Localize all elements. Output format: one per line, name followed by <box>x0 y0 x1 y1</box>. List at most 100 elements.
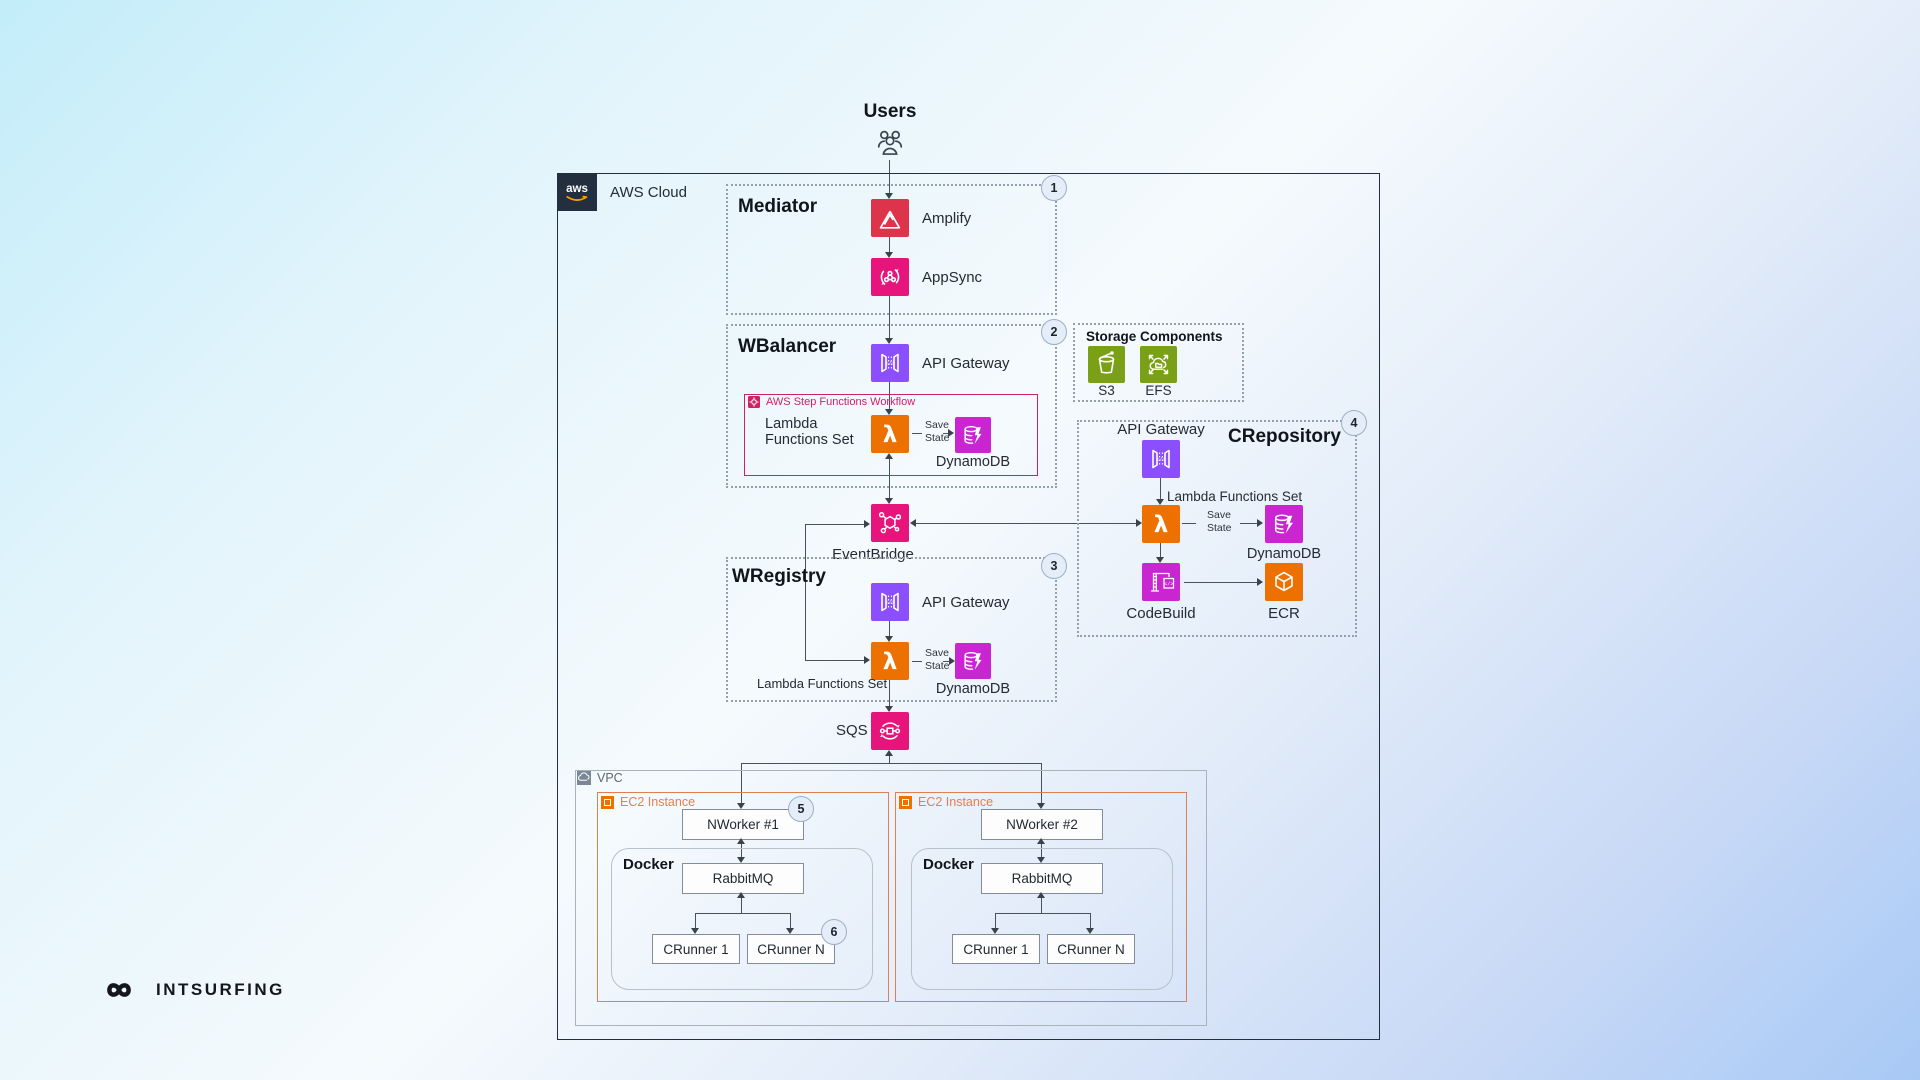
docker-group-2 <box>911 848 1173 990</box>
connector-eventbridge-wregistry <box>805 660 865 662</box>
svg-text:λ: λ <box>883 422 898 448</box>
s3-label: S3 <box>1098 383 1115 398</box>
amplify-label: Amplify <box>922 210 972 227</box>
arrowhead <box>1156 557 1164 563</box>
mediator-title: Mediator <box>738 196 818 217</box>
sqs-icon <box>871 712 909 750</box>
arrowhead <box>1257 519 1263 527</box>
connector-codebuild-ecr <box>1184 582 1257 584</box>
connector-lambda-sqs <box>889 680 891 706</box>
arrowhead <box>885 252 893 258</box>
lambda-icon-crepository: λ <box>1142 505 1180 543</box>
connector-nworker1-rabbitmq <box>741 844 743 858</box>
dynamodb-label-crepository: DynamoDB <box>1246 546 1322 562</box>
sqs-label: SQS <box>836 722 868 739</box>
users-icon <box>873 126 907 163</box>
rabbitmq-node-1: RabbitMQ <box>682 863 804 894</box>
arrowhead <box>786 928 794 934</box>
vpc-icon <box>577 771 591 785</box>
connector-users-amplify <box>889 160 891 193</box>
vpc-title: VPC <box>597 771 623 785</box>
connector-rabbitmq-crunnerN-1 <box>790 913 792 928</box>
arrowhead <box>949 657 955 665</box>
storage-components-title: Storage Components <box>1086 329 1223 344</box>
arrowhead <box>1037 803 1045 809</box>
svg-text:</>: </> <box>885 599 895 606</box>
crunner1-label: CRunner 1 <box>663 941 729 957</box>
arrowhead <box>885 193 893 199</box>
wbalancer-title: WBalancer <box>738 336 837 357</box>
dynamodb-label-wbalancer: DynamoDB <box>935 454 1011 470</box>
crunnerN-label: CRunner N <box>1057 941 1125 957</box>
ec2-instance-1-header: EC2 Instance <box>601 795 695 809</box>
appsync-label: AppSync <box>922 269 983 286</box>
arrowhead <box>691 928 699 934</box>
svg-text:</>: </> <box>1164 582 1173 588</box>
rabbitmq-label: RabbitMQ <box>712 871 774 886</box>
arrowhead <box>737 803 745 809</box>
arrowhead <box>737 892 745 898</box>
api-gateway-icon-crepository: </> <box>1142 440 1180 478</box>
badge-6: 6 <box>821 919 847 945</box>
connector-eventbridge-wregistry <box>805 524 865 526</box>
codebuild-icon: </> <box>1142 563 1180 601</box>
connector-lambda-dynamodb-wregistry <box>912 661 922 663</box>
nworker1-label: NWorker #1 <box>707 817 779 832</box>
users-label: Users <box>863 101 917 122</box>
ec2-instance-1-title: EC2 Instance <box>620 795 696 809</box>
ec2-icon <box>899 795 912 809</box>
ec2-instance-2-header: EC2 Instance <box>899 795 993 809</box>
aws-cloud-label: AWS Cloud <box>610 184 687 201</box>
arrowhead <box>885 409 893 415</box>
connector-sqs-workers <box>889 756 891 763</box>
arrowhead <box>737 857 745 863</box>
connector-rabbitmq-crunnerN-2 <box>1090 913 1092 928</box>
dynamodb-icon-crepository <box>1265 505 1303 543</box>
arrowhead <box>885 636 893 642</box>
ec2-icon <box>601 795 614 809</box>
mediator-group <box>726 184 1057 315</box>
nworker1-node: NWorker #1 <box>682 809 804 840</box>
crunner1-node-1: CRunner 1 <box>652 934 740 964</box>
save-state-annotation: Save State <box>1207 509 1232 534</box>
save-state-annotation: Save State <box>925 419 950 444</box>
dynamodb-label-wregistry: DynamoDB <box>935 681 1011 697</box>
docker-group-1 <box>611 848 873 990</box>
connector-amplify-appsync <box>889 237 891 253</box>
dynamodb-icon-wbalancer <box>955 417 991 453</box>
ecr-label: ECR <box>1268 605 1300 622</box>
arrowhead <box>885 453 893 459</box>
lambda-set-label-wbalancer: Lambda Functions Set <box>765 416 854 448</box>
arrowhead <box>1086 928 1094 934</box>
s3-icon <box>1088 346 1125 383</box>
connector-sqs-nworker2 <box>1041 763 1043 804</box>
connector-sqs-nworker1 <box>741 763 743 804</box>
api-gateway-label-wregistry: API Gateway <box>922 594 1010 611</box>
arrowhead <box>737 838 745 844</box>
arrowhead <box>910 519 916 527</box>
brand-logo: INTSURFING <box>92 974 285 1006</box>
brand-name: INTSURFING <box>156 980 285 999</box>
connector-lambda-dynamodb-crepository <box>1240 523 1257 525</box>
lambda-set-label-crepository: Lambda Functions Set <box>1167 489 1303 504</box>
rabbitmq-node-2: RabbitMQ <box>981 863 1103 894</box>
codebuild-label: CodeBuild <box>1126 605 1196 622</box>
rabbitmq-label: RabbitMQ <box>1011 871 1073 886</box>
step-functions-title: AWS Step Functions Workflow <box>766 396 916 408</box>
svg-text:λ: λ <box>1154 512 1169 538</box>
connector-lambda-dynamodb-crepository <box>1182 523 1196 525</box>
amplify-icon <box>871 199 909 237</box>
arrowhead <box>885 338 893 344</box>
step-functions-group <box>744 394 1038 476</box>
lambda-set-label-wregistry: Lambda Functions Set <box>757 676 888 691</box>
appsync-icon <box>871 258 909 296</box>
crunnerN-label: CRunner N <box>757 941 825 957</box>
nworker2-node: NWorker #2 <box>981 809 1103 840</box>
arrowhead <box>991 928 999 934</box>
svg-text:</>: </> <box>885 360 895 367</box>
wbalancer-group <box>726 324 1057 488</box>
arrowhead <box>885 498 893 504</box>
connector-rabbitmq-crunners-1 <box>695 913 790 915</box>
connector-apigateway-lambda <box>889 382 891 409</box>
badge-2: 2 <box>1041 319 1067 345</box>
